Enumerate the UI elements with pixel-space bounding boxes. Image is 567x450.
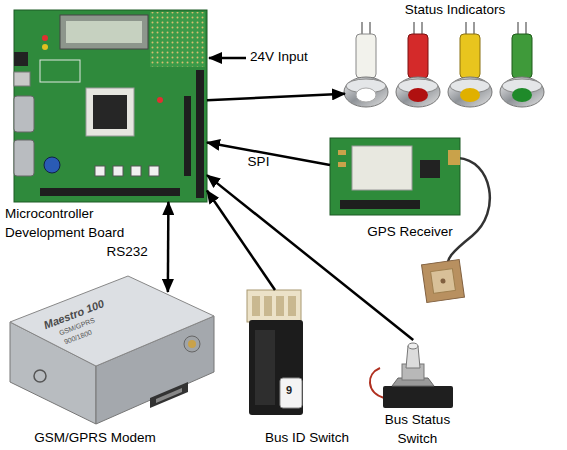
db9-connector [14,140,34,176]
indicator-lamp [500,22,544,107]
lcd-frame [60,15,148,49]
component-caption: Bus ID Switch [242,428,372,447]
lamp-lens [512,88,532,102]
lamp-lens [408,88,428,102]
usb-port [14,72,30,86]
antenna-port [184,336,200,352]
gps-pcb [330,138,460,215]
smd-part [338,162,346,167]
component-caption: Bus Status Switch [375,410,460,448]
connector-slot [252,296,260,316]
lamp-bezel [448,77,492,107]
push-button [149,166,159,176]
pcb [14,10,207,202]
pin-header [196,70,204,198]
lamp-bezel [396,77,440,107]
signal-arrow [167,202,170,292]
indicator-lamp [396,22,440,107]
gsm-modem [10,276,214,424]
push-button [131,166,141,176]
push-button [113,166,123,176]
signal-name: RS232 [106,244,147,259]
digit-window [280,378,302,408]
pin-header [184,96,191,176]
signal-arrow [207,190,275,290]
microcontroller-chip [93,95,127,129]
component-caption: Status Indicators [345,0,565,19]
led [42,35,48,41]
connector-slot [276,296,284,316]
power-arrow [209,57,246,60]
lamp-lens [356,88,376,102]
signal-arrow [207,175,413,340]
push-button [95,166,105,176]
rotary-id-switch [247,290,303,415]
component-box: Bus Status Switch [375,340,460,410]
component-box: Status Indicators [345,28,565,122]
connector-slot [288,296,296,316]
potentiometer [44,157,60,173]
lamp-bezel [500,77,544,107]
switch-side [255,330,275,405]
silkscreen [40,60,80,82]
signal-name: SPI [248,153,270,168]
signal-arrow [207,94,345,100]
antenna-pin [188,340,196,348]
antenna-feed [440,278,446,284]
sim-tray [150,382,188,408]
pin-header [40,188,180,196]
lamp-body [512,34,532,78]
lever-tip [408,343,418,349]
component-caption: Microcontroller Development Board [5,204,145,242]
power-jack [14,52,28,66]
toggle-switch [370,343,453,408]
brand-logo [34,370,46,382]
lamp-body [356,34,376,78]
component-box: Microcontroller Development Board [14,10,207,202]
smd-part [338,150,346,155]
component-caption: GPS Receiver [350,222,470,241]
lamp-body [408,34,428,78]
gps-module [330,138,490,302]
lcd-screen [66,21,142,43]
lamp-lens [460,88,480,102]
pin-header [340,200,420,209]
lamp-body [460,34,480,78]
component-box: Bus ID Switch [245,290,305,415]
switch-body [249,320,303,415]
text-label: 24V Input [250,49,308,65]
antenna-patch [431,269,456,294]
indicator-lamp [448,22,492,107]
antenna-connector [448,150,460,165]
text-label: 9 [286,384,292,397]
switch-body [383,386,453,408]
switch-lead [370,368,384,398]
dev-board [14,10,207,202]
antenna-base [422,260,465,303]
lamp-bezel [344,77,388,107]
switch-connector [247,290,301,322]
connectors [168,94,413,340]
patch-antenna [422,260,465,303]
ic-chip [420,160,440,178]
db9-connector [14,96,34,132]
modem-top-face [10,276,214,366]
chip-socket [86,88,134,136]
connector-slot [264,296,272,316]
led [157,97,163,103]
indicator-lamp [344,22,388,107]
proto-area [150,12,205,67]
component-caption: GSM/GPRS Modem [10,428,180,447]
led [42,44,48,50]
sim-button [156,388,182,403]
component-box: GPS Receiver [330,138,460,215]
component-box: GSM/GPRS Modem [10,292,215,424]
gps-chip-shield [352,146,412,190]
